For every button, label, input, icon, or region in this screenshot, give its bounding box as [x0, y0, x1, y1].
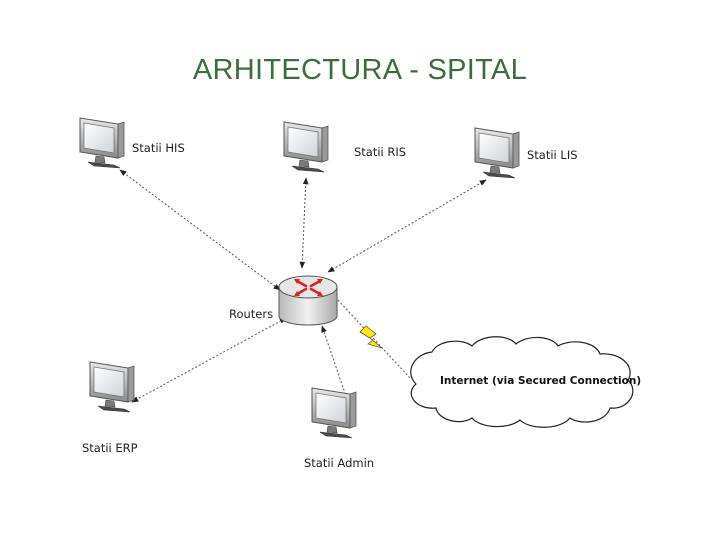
node-label-ris: Statii RIS	[354, 145, 406, 159]
workstation-ris: Statii RIS	[283, 121, 406, 173]
link-admin-router	[321, 325, 349, 403]
lightning-icon	[359, 325, 383, 349]
link-his-router	[119, 169, 281, 291]
workstation-icon	[474, 127, 520, 179]
node-label-erp: Statii ERP	[82, 441, 138, 455]
workstation-admin: Statii Admin	[304, 387, 374, 470]
node-label-router: Routers	[229, 307, 273, 321]
link-erp-router	[131, 317, 287, 403]
workstation-icon	[311, 387, 357, 439]
slide-title: ARHITECTURA - SPITAL	[192, 54, 528, 86]
node-label-admin: Statii Admin	[304, 456, 374, 470]
link-lis-router	[327, 179, 487, 273]
router: Routers	[229, 275, 338, 326]
workstation-icon	[79, 117, 125, 169]
internet-cloud: Internet (via Secured Connection)	[410, 336, 641, 428]
link-router-internet	[337, 299, 411, 379]
workstation-his: Statii HIS	[79, 117, 185, 169]
cloud-icon	[410, 336, 634, 428]
node-label-internet: Internet (via Secured Connection)	[440, 375, 641, 387]
node-label-lis: Statii LIS	[527, 148, 578, 162]
workstation-erp: Statii ERP	[82, 361, 138, 455]
workstation-icon	[89, 361, 135, 413]
node-label-his: Statii HIS	[132, 141, 185, 155]
router-icon	[278, 275, 338, 326]
workstation-lis: Statii LIS	[474, 127, 578, 179]
workstation-icon	[283, 121, 329, 173]
link-ris-router	[299, 177, 309, 269]
